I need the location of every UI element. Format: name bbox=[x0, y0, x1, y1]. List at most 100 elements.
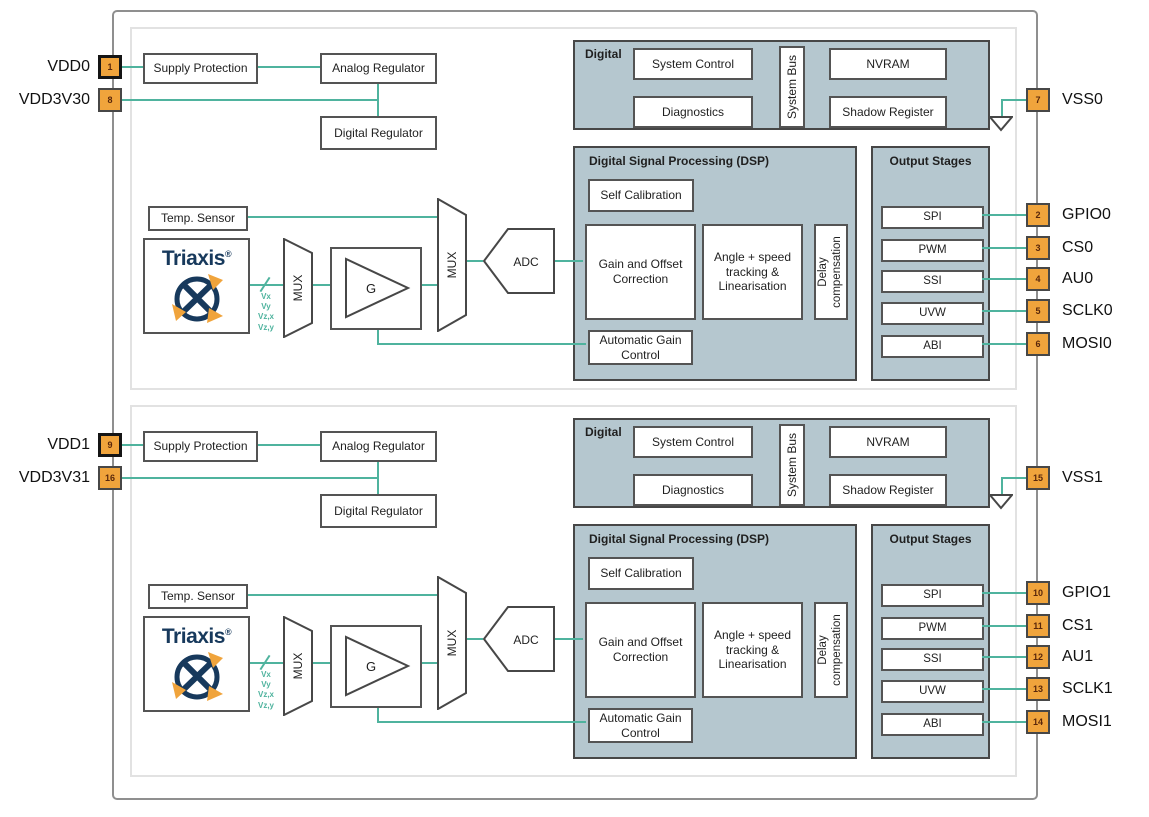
mux1-shape bbox=[283, 238, 313, 338]
output-pwm-block: PWM bbox=[881, 617, 984, 640]
pin-out5: 14 bbox=[1026, 710, 1050, 734]
dsp-title: Digital Signal Processing (DSP) bbox=[589, 154, 770, 168]
pin-label-vss: VSS1 bbox=[1062, 469, 1103, 486]
pin-label-out2: CS1 bbox=[1062, 617, 1094, 634]
wire-out3 bbox=[982, 656, 1026, 658]
wire-triaxis-to-mux1 bbox=[250, 662, 283, 664]
die-0: Supply Protection Analog Regulator Digit… bbox=[0, 27, 1149, 399]
adc-shape bbox=[483, 228, 555, 294]
supply-protection-block: Supply Protection bbox=[143, 53, 258, 84]
signal-label-vx: Vx bbox=[261, 292, 271, 301]
output-spi-block: SPI bbox=[881, 206, 984, 229]
wire-vdd-to-supply-protection bbox=[122, 444, 143, 446]
output-abi-block: ABI bbox=[881, 713, 984, 736]
pin-out2: 3 bbox=[1026, 236, 1050, 260]
adc-label: ADC bbox=[513, 632, 539, 647]
wire-out4 bbox=[982, 688, 1026, 690]
wire-vss-vertical bbox=[1001, 477, 1003, 495]
diagnostics-block: Diagnostics bbox=[633, 96, 753, 128]
registered-mark: ® bbox=[224, 248, 232, 259]
system-bus-block bbox=[779, 46, 805, 128]
pin-label-vss: VSS0 bbox=[1062, 91, 1103, 108]
pin-label-out5: MOSI0 bbox=[1062, 335, 1112, 352]
self-calibration-block: Self Calibration bbox=[588, 179, 694, 212]
pin-label-vdd: VDD0 bbox=[47, 58, 90, 75]
dsp-block: Digital Signal Processing (DSP) Self Cal… bbox=[573, 524, 857, 759]
pin-label-out5: MOSI1 bbox=[1062, 713, 1112, 730]
wire-agc-feedback-vertical bbox=[377, 708, 379, 723]
shadow-register-block: Shadow Register bbox=[829, 96, 947, 128]
wire-supply-to-analog-regulator bbox=[258, 66, 320, 68]
wire-adc-to-dsp bbox=[555, 638, 583, 640]
amplifier-block: G bbox=[330, 247, 422, 330]
digital-regulator-block: Digital Regulator bbox=[320, 494, 437, 528]
pin-vdd: 9 bbox=[98, 433, 122, 457]
wire-vdd3v3 bbox=[122, 477, 379, 479]
dsp-block: Digital Signal Processing (DSP) Self Cal… bbox=[573, 146, 857, 381]
wire-temp-to-mux2 bbox=[248, 594, 437, 596]
nvram-block: NVRAM bbox=[829, 426, 947, 458]
analog-regulator-block: Analog Regulator bbox=[320, 53, 437, 84]
wire-out1 bbox=[982, 592, 1026, 594]
mux1-label: MUX bbox=[290, 652, 305, 680]
wire-agc-feedback-vertical bbox=[377, 330, 379, 345]
triaxis-logo-text: Triaxis® bbox=[162, 248, 232, 269]
pin-vdd3v3: 16 bbox=[98, 466, 122, 490]
pin-out4: 13 bbox=[1026, 677, 1050, 701]
wire-supply-to-analog-regulator bbox=[258, 444, 320, 446]
delay-compensation-label: Delay compensation bbox=[817, 236, 843, 308]
triaxis-sensor-block: Triaxis® bbox=[143, 616, 250, 712]
die-1: Supply Protection Analog Regulator Digit… bbox=[0, 405, 1149, 777]
output-ssi-block: SSI bbox=[881, 270, 984, 293]
temp-sensor-block: Temp. Sensor bbox=[148, 584, 248, 609]
triaxis-emblem-icon bbox=[171, 651, 223, 701]
pin-vss: 15 bbox=[1026, 466, 1050, 490]
triaxis-brand: Triaxis bbox=[161, 624, 226, 648]
wire-mux1-to-amp bbox=[313, 284, 330, 286]
adc-shape bbox=[483, 606, 555, 672]
pin-label-out1: GPIO1 bbox=[1062, 584, 1111, 601]
signal-label-vy: Vy bbox=[261, 302, 271, 311]
wire-vdd3v3 bbox=[122, 99, 379, 101]
output-stages-block: Output Stages SPI PWM SSI UVW ABI bbox=[871, 146, 990, 381]
system-bus-label: System Bus bbox=[784, 432, 799, 498]
gain-offset-correction-block: Gain and Offset Correction bbox=[585, 224, 696, 320]
angle-speed-tracking-block: Angle + speed tracking & Linearisation bbox=[702, 602, 803, 698]
pin-vdd3v3: 8 bbox=[98, 88, 122, 112]
delay-compensation-block bbox=[814, 224, 848, 320]
pin-out3: 12 bbox=[1026, 645, 1050, 669]
delay-compensation-block bbox=[814, 602, 848, 698]
amplifier-triangle-icon: G bbox=[345, 257, 411, 319]
pin-label-vdd3v3: VDD3V31 bbox=[18, 469, 90, 486]
wire-out3 bbox=[982, 278, 1026, 280]
output-stages-block: Output Stages SPI PWM SSI UVW ABI bbox=[871, 524, 990, 759]
wire-out1 bbox=[982, 214, 1026, 216]
amplifier-gain-label: G bbox=[366, 659, 376, 674]
wire-mux1-to-amp bbox=[313, 662, 330, 664]
pin-out4: 5 bbox=[1026, 299, 1050, 323]
self-calibration-block: Self Calibration bbox=[588, 557, 694, 590]
signal-label-vx: Vx bbox=[261, 670, 271, 679]
nvram-block: NVRAM bbox=[829, 48, 947, 80]
output-uvw-block: UVW bbox=[881, 302, 984, 325]
wire-agc-feedback-horizontal bbox=[377, 721, 586, 723]
output-ssi-block: SSI bbox=[881, 648, 984, 671]
wire-amp-to-mux2 bbox=[422, 284, 437, 286]
pin-label-vdd: VDD1 bbox=[47, 436, 90, 453]
automatic-gain-control-block: Automatic Gain Control bbox=[588, 708, 693, 743]
wire-out5 bbox=[982, 721, 1026, 723]
mux2-label: MUX bbox=[444, 251, 459, 279]
pin-label-out4: SCLK1 bbox=[1062, 680, 1113, 697]
system-control-block: System Control bbox=[633, 426, 753, 458]
angle-speed-tracking-block: Angle + speed tracking & Linearisation bbox=[702, 224, 803, 320]
pin-out2: 11 bbox=[1026, 614, 1050, 638]
delay-compensation-label: Delay compensation bbox=[817, 614, 843, 686]
pin-label-vdd3v3: VDD3V30 bbox=[18, 91, 90, 108]
pin-out3: 4 bbox=[1026, 267, 1050, 291]
wire-vss-horizontal bbox=[1001, 477, 1026, 479]
wire-mux2-to-adc bbox=[467, 638, 483, 640]
triaxis-emblem-icon bbox=[171, 273, 223, 323]
amplifier-triangle-icon: G bbox=[345, 635, 411, 697]
temp-sensor-block: Temp. Sensor bbox=[148, 206, 248, 231]
